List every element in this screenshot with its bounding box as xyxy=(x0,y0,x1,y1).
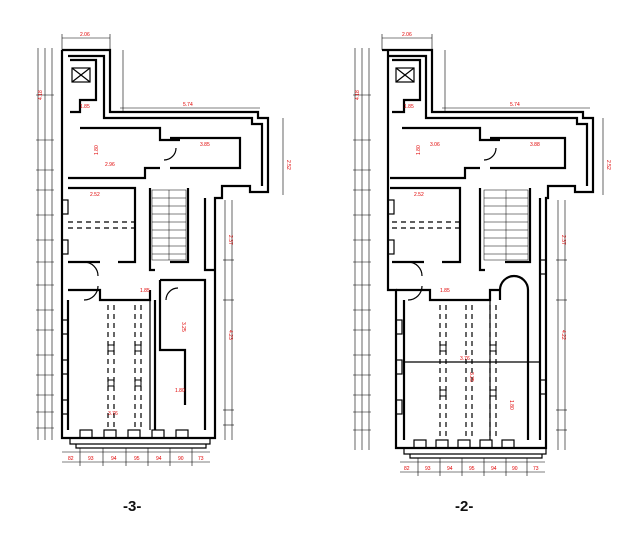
pillars xyxy=(439,344,497,397)
dim-right-v1: 2.37 xyxy=(227,235,233,245)
dim-bottom-2: 93 xyxy=(88,456,94,462)
dim-bottom-4: 95 xyxy=(134,456,140,462)
beams xyxy=(68,221,142,430)
dim-bottom-5: 94 xyxy=(156,456,162,462)
outer-walls xyxy=(382,48,595,459)
dimension-labels: 2.06 5.74 3.85 2.96 2.52 2.52 3.76 1.85 … xyxy=(38,32,291,462)
dim-small-a: 1.85 xyxy=(404,104,414,110)
dim-room-right: 3.85 xyxy=(200,142,210,148)
floor-plan-2: 2.06 5.74 3.88 3.06 2.52 2.52 3.76 1.85 … xyxy=(353,32,611,476)
dim-bottom-7: 73 xyxy=(533,466,539,472)
dim-bottom-3: 94 xyxy=(111,456,117,462)
dim-left-v2: 1.80 xyxy=(508,400,514,410)
floor-2-label: -2- xyxy=(455,498,474,515)
dim-bottom-2: 93 xyxy=(425,466,431,472)
dim-mid-v: 3.25 xyxy=(468,372,474,382)
dim-small-a: 1.85 xyxy=(80,104,90,110)
dimension-labels: 2.06 5.74 3.88 3.06 2.52 2.52 3.76 1.85 … xyxy=(355,32,611,472)
outer-walls xyxy=(60,48,270,449)
staircase xyxy=(151,189,187,261)
dimension-lines xyxy=(36,34,284,466)
dim-bottom-5: 94 xyxy=(491,466,497,472)
dim-small-b: 1.85 xyxy=(440,288,450,294)
dim-corridor-mid: 2.96 xyxy=(105,162,115,168)
floor-3-label: -3- xyxy=(123,498,142,515)
dim-bottom-1: 82 xyxy=(404,466,410,472)
dim-mid-v2: 1.80 xyxy=(416,145,422,155)
dim-top-width: 2.06 xyxy=(80,32,90,38)
dim-bottom-3: 94 xyxy=(447,466,453,472)
dim-bottom-1: 82 xyxy=(68,456,74,462)
facade-openings xyxy=(387,199,547,449)
dim-right-wing-height: 2.52 xyxy=(605,160,611,170)
dim-mid-v: 3.25 xyxy=(180,322,186,332)
dim-bottom-4: 95 xyxy=(469,466,475,472)
dim-mid-v2: 1.80 xyxy=(94,145,100,155)
dim-small-b: 1.85 xyxy=(140,288,150,294)
dim-left-v1: 4.18 xyxy=(38,90,44,100)
dim-right-v1: 2.37 xyxy=(560,235,566,245)
floor-plan-3: 2.06 5.74 3.85 2.96 2.52 2.52 3.76 1.85 … xyxy=(36,32,291,466)
dim-right-v2: 4.23 xyxy=(227,330,233,340)
dim-room-right: 3.88 xyxy=(530,142,540,148)
dim-hall-width: 3.76 xyxy=(108,411,118,417)
pillars xyxy=(107,344,142,387)
dim-bottom-7: 73 xyxy=(198,456,204,462)
dim-left-v2: 1.80 xyxy=(175,388,185,394)
dim-right-wing-height: 2.52 xyxy=(285,160,291,170)
dim-left-v1: 4.18 xyxy=(355,90,361,100)
facade-openings xyxy=(61,199,189,439)
dim-upper-corridor: 5.74 xyxy=(510,102,520,108)
dim-corridor-mid: 3.06 xyxy=(430,142,440,148)
dim-room-left: 2.52 xyxy=(414,192,424,198)
dim-bottom-6: 90 xyxy=(512,466,518,472)
dim-right-v2: 4.22 xyxy=(560,330,566,340)
dim-room-left: 2.52 xyxy=(90,192,100,198)
dim-top-width: 2.06 xyxy=(402,32,412,38)
dim-upper-corridor: 5.74 xyxy=(183,102,193,108)
dim-hall-width: 3.76 xyxy=(460,356,470,362)
beams xyxy=(392,221,540,440)
dimension-lines xyxy=(353,34,604,476)
staircase xyxy=(483,189,529,261)
dim-bottom-6: 90 xyxy=(178,456,184,462)
